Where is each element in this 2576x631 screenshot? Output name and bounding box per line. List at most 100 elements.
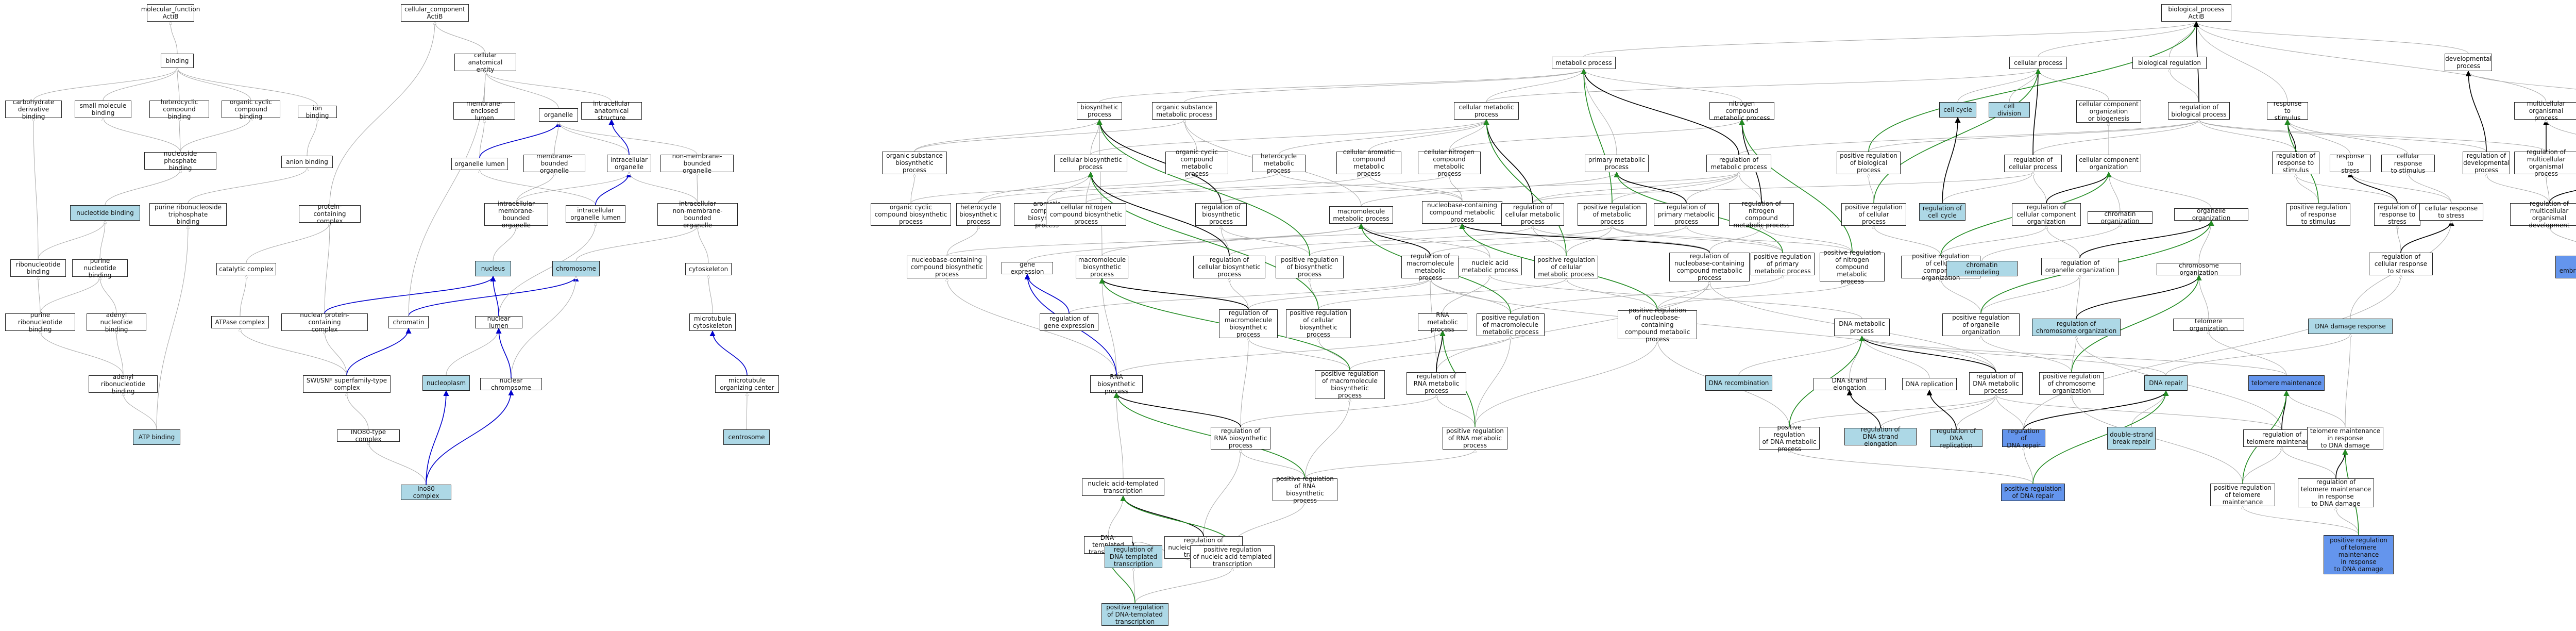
edge-is-a	[485, 71, 559, 109]
go-term-organelle-lumen: organelle lumen	[451, 158, 508, 170]
go-term-response-stim: response to stimulus	[2267, 100, 2308, 122]
edge-is-a	[2350, 172, 2452, 204]
edge-is-a	[1310, 278, 1319, 310]
go-term-pos-reg-bio: positive regulation of biological proces…	[1837, 152, 1901, 174]
edge-is-a	[1739, 172, 1762, 204]
edge-is-a	[1532, 172, 2033, 204]
edge-is-a	[177, 68, 180, 101]
edge-is-a	[1612, 226, 1783, 253]
edge-is-a	[1090, 120, 1486, 155]
go-term-nuc-protein-complex: nuclear protein-containing complex	[281, 311, 368, 333]
go-term-protein-complex: protein-containing complex	[299, 203, 361, 225]
edge-is-a	[1584, 69, 1742, 103]
edge-is-a	[1874, 226, 1941, 256]
go-term-pos-reg-macromol-bio: positive regulation of macromolecule bio…	[1315, 370, 1385, 399]
go-term-telomere-maint: telomere maintenance	[2248, 375, 2325, 391]
edge-is-a	[480, 170, 596, 206]
edge-is-a	[2549, 226, 2576, 242]
edge-is-a	[1612, 226, 1853, 253]
edge-regulates	[1483, 119, 1533, 204]
edge-is-a	[978, 172, 1091, 204]
go-term-cell-resp-stim: cellular response to stimulus	[2381, 153, 2435, 174]
edge-regulates	[2046, 171, 2112, 204]
edge-is-a	[2109, 172, 2212, 209]
go-term-reg-dna-repl: regulation of DNA replication	[1930, 427, 1982, 449]
edge-is-a	[38, 277, 41, 314]
go-term-adenyl-nucleotide: adenyl nucleotide binding	[87, 311, 146, 333]
edge-is-a	[38, 221, 105, 260]
edge-is-a	[2165, 334, 2350, 376]
edge-is-a	[1510, 275, 1783, 314]
edge-is-a	[1232, 501, 1305, 546]
edge-is-a	[2397, 226, 2401, 253]
edge-is-a	[105, 170, 180, 206]
edge-is-a	[307, 118, 317, 156]
go-term-small-mol: small molecule binding	[75, 101, 131, 118]
edge-is-a	[2076, 275, 2080, 319]
edge-is-a	[179, 118, 180, 153]
go-term-purine-nucleotide: purine nucleotide binding	[72, 257, 128, 279]
go-term-reg-chrom-org: regulation of chromosome organization	[2032, 319, 2121, 336]
edge-is-a	[1880, 395, 1996, 428]
edge-is-a	[1436, 281, 1709, 373]
go-term-reg-cell-proc: regulation of cellular process	[2004, 155, 2062, 172]
edge-regulates	[1088, 171, 1230, 256]
go-term-org-cyclic-b: organic cyclic compound binding	[222, 98, 280, 120]
edge-regulates	[1846, 389, 1881, 428]
edge-is-a	[2196, 22, 2469, 54]
edge-is-a	[493, 226, 516, 261]
edge-is-a	[2199, 120, 2547, 152]
edge-is-a	[177, 68, 251, 101]
edge-part-of	[1024, 273, 1070, 314]
edge-part-of	[346, 327, 412, 376]
go-term-centrosome: centrosome	[723, 429, 770, 445]
edge-is-a	[698, 226, 709, 263]
go-term-heterocycle-bio: heterocycle biosynthetic process	[956, 203, 1001, 226]
edge-regulates	[2347, 171, 2398, 204]
go-term-dna-met: DNA metabolic process	[1834, 319, 1890, 336]
edge-is-a	[2243, 506, 2359, 536]
go-term-bp: biological_process ActiB	[2161, 4, 2231, 22]
edge-part-of	[408, 275, 579, 317]
edge-is-a	[347, 393, 369, 430]
go-term-cell-anat: cellular anatomical entity	[454, 52, 516, 73]
edge-is-a	[1361, 224, 1490, 258]
go-term-dna-replication: DNA replication	[1902, 378, 1957, 390]
edge-is-a	[2196, 22, 2547, 103]
edge-part-of	[479, 121, 562, 158]
edge-is-a	[188, 168, 307, 204]
go-term-nuclear-chromosome: nuclear chromosome	[480, 377, 542, 391]
go-term-rna-met: RNA metabolic process	[1418, 311, 1467, 333]
edge-is-a	[2336, 507, 2359, 536]
go-term-cell-nitro-bio: cellular nitrogen compound biosynthetic …	[1046, 203, 1126, 226]
edge-is-a	[1349, 336, 1511, 371]
edge-regulates	[2079, 220, 2214, 258]
go-term-ccob: cellular component organization or bioge…	[2076, 100, 2141, 123]
go-term-reg-cell-bio: regulation of cellular biosynthetic proc…	[1193, 256, 1265, 278]
go-term-reg-rna-bio: regulation of RNA biosynthetic process	[1211, 427, 1270, 450]
go-term-intracellular-anat: intracellular anatomical structure	[581, 100, 642, 122]
edge-is-a	[1108, 496, 1123, 537]
edge-is-a	[1086, 174, 1449, 204]
edge-is-a	[2546, 174, 2550, 204]
go-term-heterocyclic-b: heterocyclic compound binding	[149, 98, 209, 120]
go-term-reg-dna-transcr: regulation of DNA-templated transcriptio…	[1105, 545, 1162, 568]
edge-is-a	[1134, 568, 1232, 604]
edge-is-a	[1980, 275, 2080, 314]
edge-is-a	[2468, 71, 2576, 90]
go-term-chromatin: chromatin	[388, 316, 429, 328]
edge-is-a	[1116, 331, 1443, 376]
edge-is-a	[516, 172, 554, 204]
edge-is-a	[1657, 281, 1852, 311]
edge-is-a	[2169, 22, 2196, 57]
go-term-reg-macromol-bio: regulation of macromolecule biosynthetic…	[1219, 309, 1278, 338]
go-term-telomere-dna-damage: telomere maintenance in response to DNA …	[2307, 427, 2383, 450]
edge-part-of	[496, 327, 512, 378]
go-term-bio-reg: biological regulation	[2132, 57, 2207, 69]
go-term-reg-multicell: regulation of multicellular organismal p…	[2514, 148, 2576, 177]
edge-is-a	[1101, 224, 1361, 256]
edge-is-a	[2072, 395, 2243, 484]
edge-is-a	[33, 68, 177, 101]
edge-is-a	[2033, 172, 2047, 204]
go-term-cell-resp-stress: cellular response to stress	[2419, 203, 2483, 221]
